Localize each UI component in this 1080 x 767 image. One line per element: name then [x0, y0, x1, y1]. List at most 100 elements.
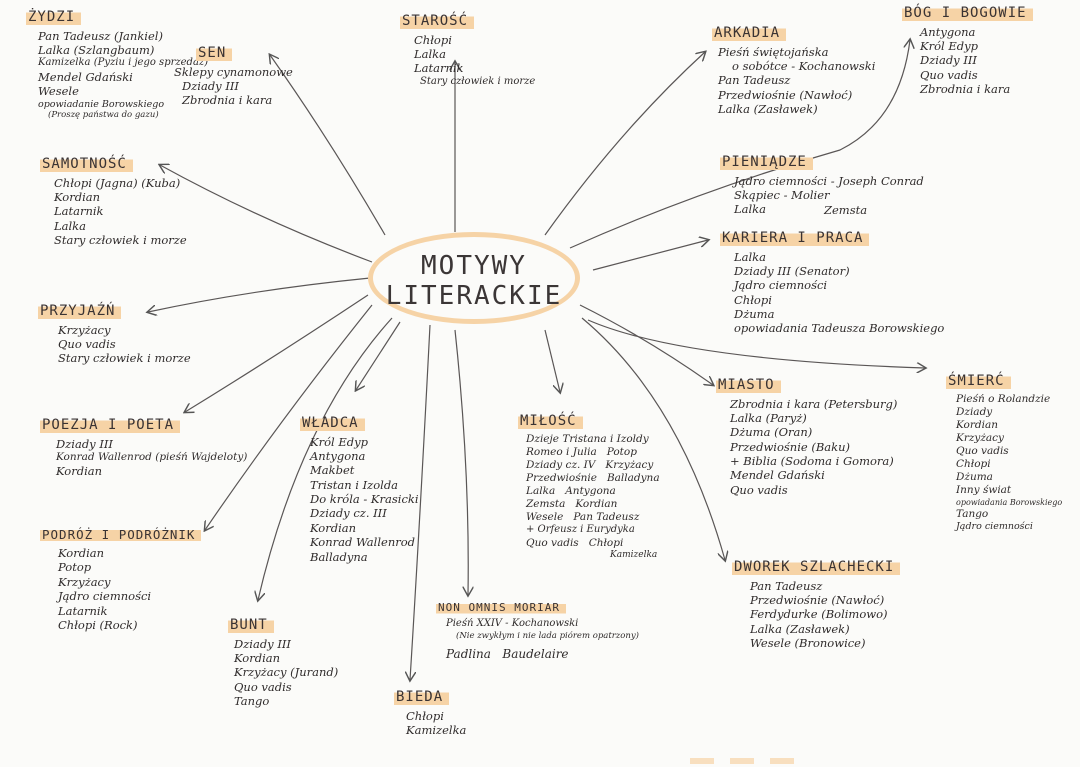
node-title: DWOREK SZLACHECKI — [732, 559, 901, 577]
list-item: Jądro ciemności — [58, 589, 152, 604]
list-item: (Proszę państwa do gazu) — [48, 110, 159, 121]
arrow-bunt — [258, 317, 393, 600]
list-item: Stary człowiek i morze — [420, 75, 536, 87]
list-item: Chłopi — [956, 458, 991, 471]
list-item: Ferdydurke (Bolimowo) — [750, 607, 888, 622]
list-item: Do króla - Krasicki — [310, 492, 419, 506]
node-items: Król Edyp Antygona Makbet Tristan i Izol… — [310, 435, 419, 564]
node-items: Kordian Potop Krzyżacy Jądro ciemności L… — [58, 546, 201, 632]
list-item: Krzyżacy (Jurand) — [234, 665, 339, 680]
list-item: Dziady III — [920, 53, 977, 68]
node-title: SAMOTNOŚĆ — [40, 156, 133, 174]
arrow-przyjazn — [148, 277, 371, 312]
node-title: ŻYDZI — [26, 9, 82, 27]
list-item: Latarnik — [414, 61, 464, 76]
list-item: opowiadania Borowskiego — [956, 497, 1063, 507]
list-item: Chłopi (Rock) — [58, 617, 138, 632]
list-item: Lalka — [414, 46, 446, 61]
central-topic-line2: LITERACKIE — [385, 281, 563, 311]
arrow-milosc — [544, 329, 560, 392]
list-item: Pieśń świętojańska — [718, 44, 829, 59]
node-items: Chłopi (Jagna) (Kuba) Kordian Latarnik L… — [54, 176, 187, 248]
node-title: PRZYJAŹŃ — [38, 303, 122, 321]
node-podroz: PODRÓŻ I PODRÓŻNIK Kordian Potop Krzyżac… — [40, 524, 202, 632]
list-item: Zbrodnia i kara — [182, 93, 273, 108]
list-item: Lalka — [54, 218, 86, 233]
arrow-smierc — [587, 319, 925, 368]
node-title: POEZJA I POETA — [40, 417, 181, 435]
node-przyjazn: PRZYJAŹŃ Krzyżacy Quo vadis Stary człowi… — [38, 300, 191, 366]
list-item: Quo vadis — [730, 482, 788, 497]
list-item: Kordian — [956, 418, 999, 431]
list-item: Zemsta — [824, 202, 868, 217]
list-item: Lalka (Szlangbaum) — [38, 42, 155, 57]
node-title: ARKADIA — [712, 25, 787, 43]
list-item: Dziady cz. III — [310, 506, 387, 521]
arrow-samotnosc — [160, 165, 373, 263]
arrow-nonomnis — [454, 329, 468, 595]
node-items: Lalka Dziady III (Senator) Jądro ciemnoś… — [734, 250, 944, 336]
list-item: Latarnik — [54, 204, 104, 219]
list-item: Przedwiośnie (Nawłoć) — [750, 592, 885, 607]
node-title: MIASTO — [716, 377, 781, 395]
list-item: Skąpiec - Molier — [734, 187, 830, 202]
list-item: Pieśń o Rolandzie — [956, 392, 1051, 405]
list-item: Jądro ciemności - Joseph Conrad — [734, 173, 924, 188]
node-items: Antygona Król Edyp Dziady III Quo vadis … — [920, 25, 1033, 97]
list-item: Quo vadis — [920, 67, 978, 82]
node-nonomnis: NON OMNIS MORIAR Pieśń XXIV - Kochanowsk… — [436, 596, 639, 662]
node-items: Dzieje Tristana i Izoldy Romeo i Julia P… — [526, 433, 660, 562]
list-item: Dziady — [956, 405, 993, 418]
arrow-poezja — [185, 294, 369, 412]
node-items: Dziady III Kordian Krzyżacy (Jurand) Quo… — [234, 637, 338, 709]
list-item: Dżuma (Oran) — [730, 425, 813, 440]
node-bieda: BIEDA Chłopi Kamizelka — [394, 686, 466, 737]
list-item: Quo vadis — [234, 679, 292, 694]
list-item: Zemsta Kordian — [526, 498, 618, 511]
node-items: Dziady III Konrad Wallenrod (pieśń Wajde… — [56, 437, 247, 479]
list-item: Jądro ciemności — [956, 520, 1033, 532]
list-item: Quo vadis Chłopi — [526, 536, 624, 549]
node-items: Pieśń o Rolandzie Dziady Kordian Krzyżac… — [956, 393, 1062, 533]
list-item: Chłopi (Jagna) (Kuba) — [54, 175, 181, 190]
list-item: Sklepy cynamonowe — [174, 64, 293, 79]
node-kariera: KARIERA I PRACA Lalka Dziady III (Senato… — [720, 227, 944, 336]
list-item: Pieśń XXIV - Kochanowski — [446, 618, 579, 629]
central-topic: MOTYWY LITERACKIE — [368, 232, 580, 324]
arrow-wladca — [356, 321, 401, 390]
list-item: Mendel Gdański — [730, 468, 825, 483]
node-title: BÓG I BOGOWIE — [902, 5, 1033, 23]
list-item: Przedwiośnie (Nawłoć) — [718, 87, 853, 102]
list-item: Konrad Wallenrod (pieśń Wajdeloty) — [56, 450, 248, 463]
list-item: Pan Tadeusz — [750, 578, 823, 593]
list-item: Antygona — [920, 24, 976, 39]
list-item: Makbet — [310, 463, 355, 478]
list-item: Chłopi — [734, 292, 772, 307]
list-item: Quo vadis — [956, 445, 1009, 457]
list-item: Latarnik — [58, 603, 108, 618]
node-title: WŁADCA — [300, 415, 365, 433]
list-item: Kordian — [310, 520, 357, 535]
list-item: Lalka (Zasławek) — [718, 102, 818, 116]
node-title: KARIERA I PRACA — [720, 230, 870, 248]
node-items: Zbrodnia i kara (Petersburg) Lalka (Pary… — [730, 397, 897, 498]
node-title: BUNT — [228, 617, 274, 635]
node-milosc: MIŁOŚĆ Dzieje Tristana i Izoldy Romeo i … — [518, 410, 660, 561]
node-bog: BÓG I BOGOWIE Antygona Król Edyp Dziady … — [902, 2, 1033, 96]
node-title: MIŁOŚĆ — [518, 413, 583, 431]
arrow-arkadia — [544, 52, 705, 236]
node-title: BIEDA — [394, 689, 450, 707]
list-item: Wesele Pan Tadeusz — [526, 511, 640, 524]
list-item: Dżuma — [734, 307, 775, 321]
list-item: Krzyżacy — [58, 574, 111, 589]
node-miasto: MIASTO Zbrodnia i kara (Petersburg) Lalk… — [716, 374, 897, 497]
list-item: Kordian — [234, 650, 281, 665]
list-item: Romeo i Julia Potop — [526, 445, 637, 458]
list-item: + Orfeusz i Eurydyka — [526, 524, 635, 536]
list-item: Lalka Antygona — [526, 485, 616, 497]
list-item: Lalka — [734, 202, 766, 217]
node-bunt: BUNT Dziady III Kordian Krzyżacy (Jurand… — [228, 614, 338, 708]
node-items: Pieśń świętojańska o sobótce - Kochanows… — [718, 45, 875, 117]
